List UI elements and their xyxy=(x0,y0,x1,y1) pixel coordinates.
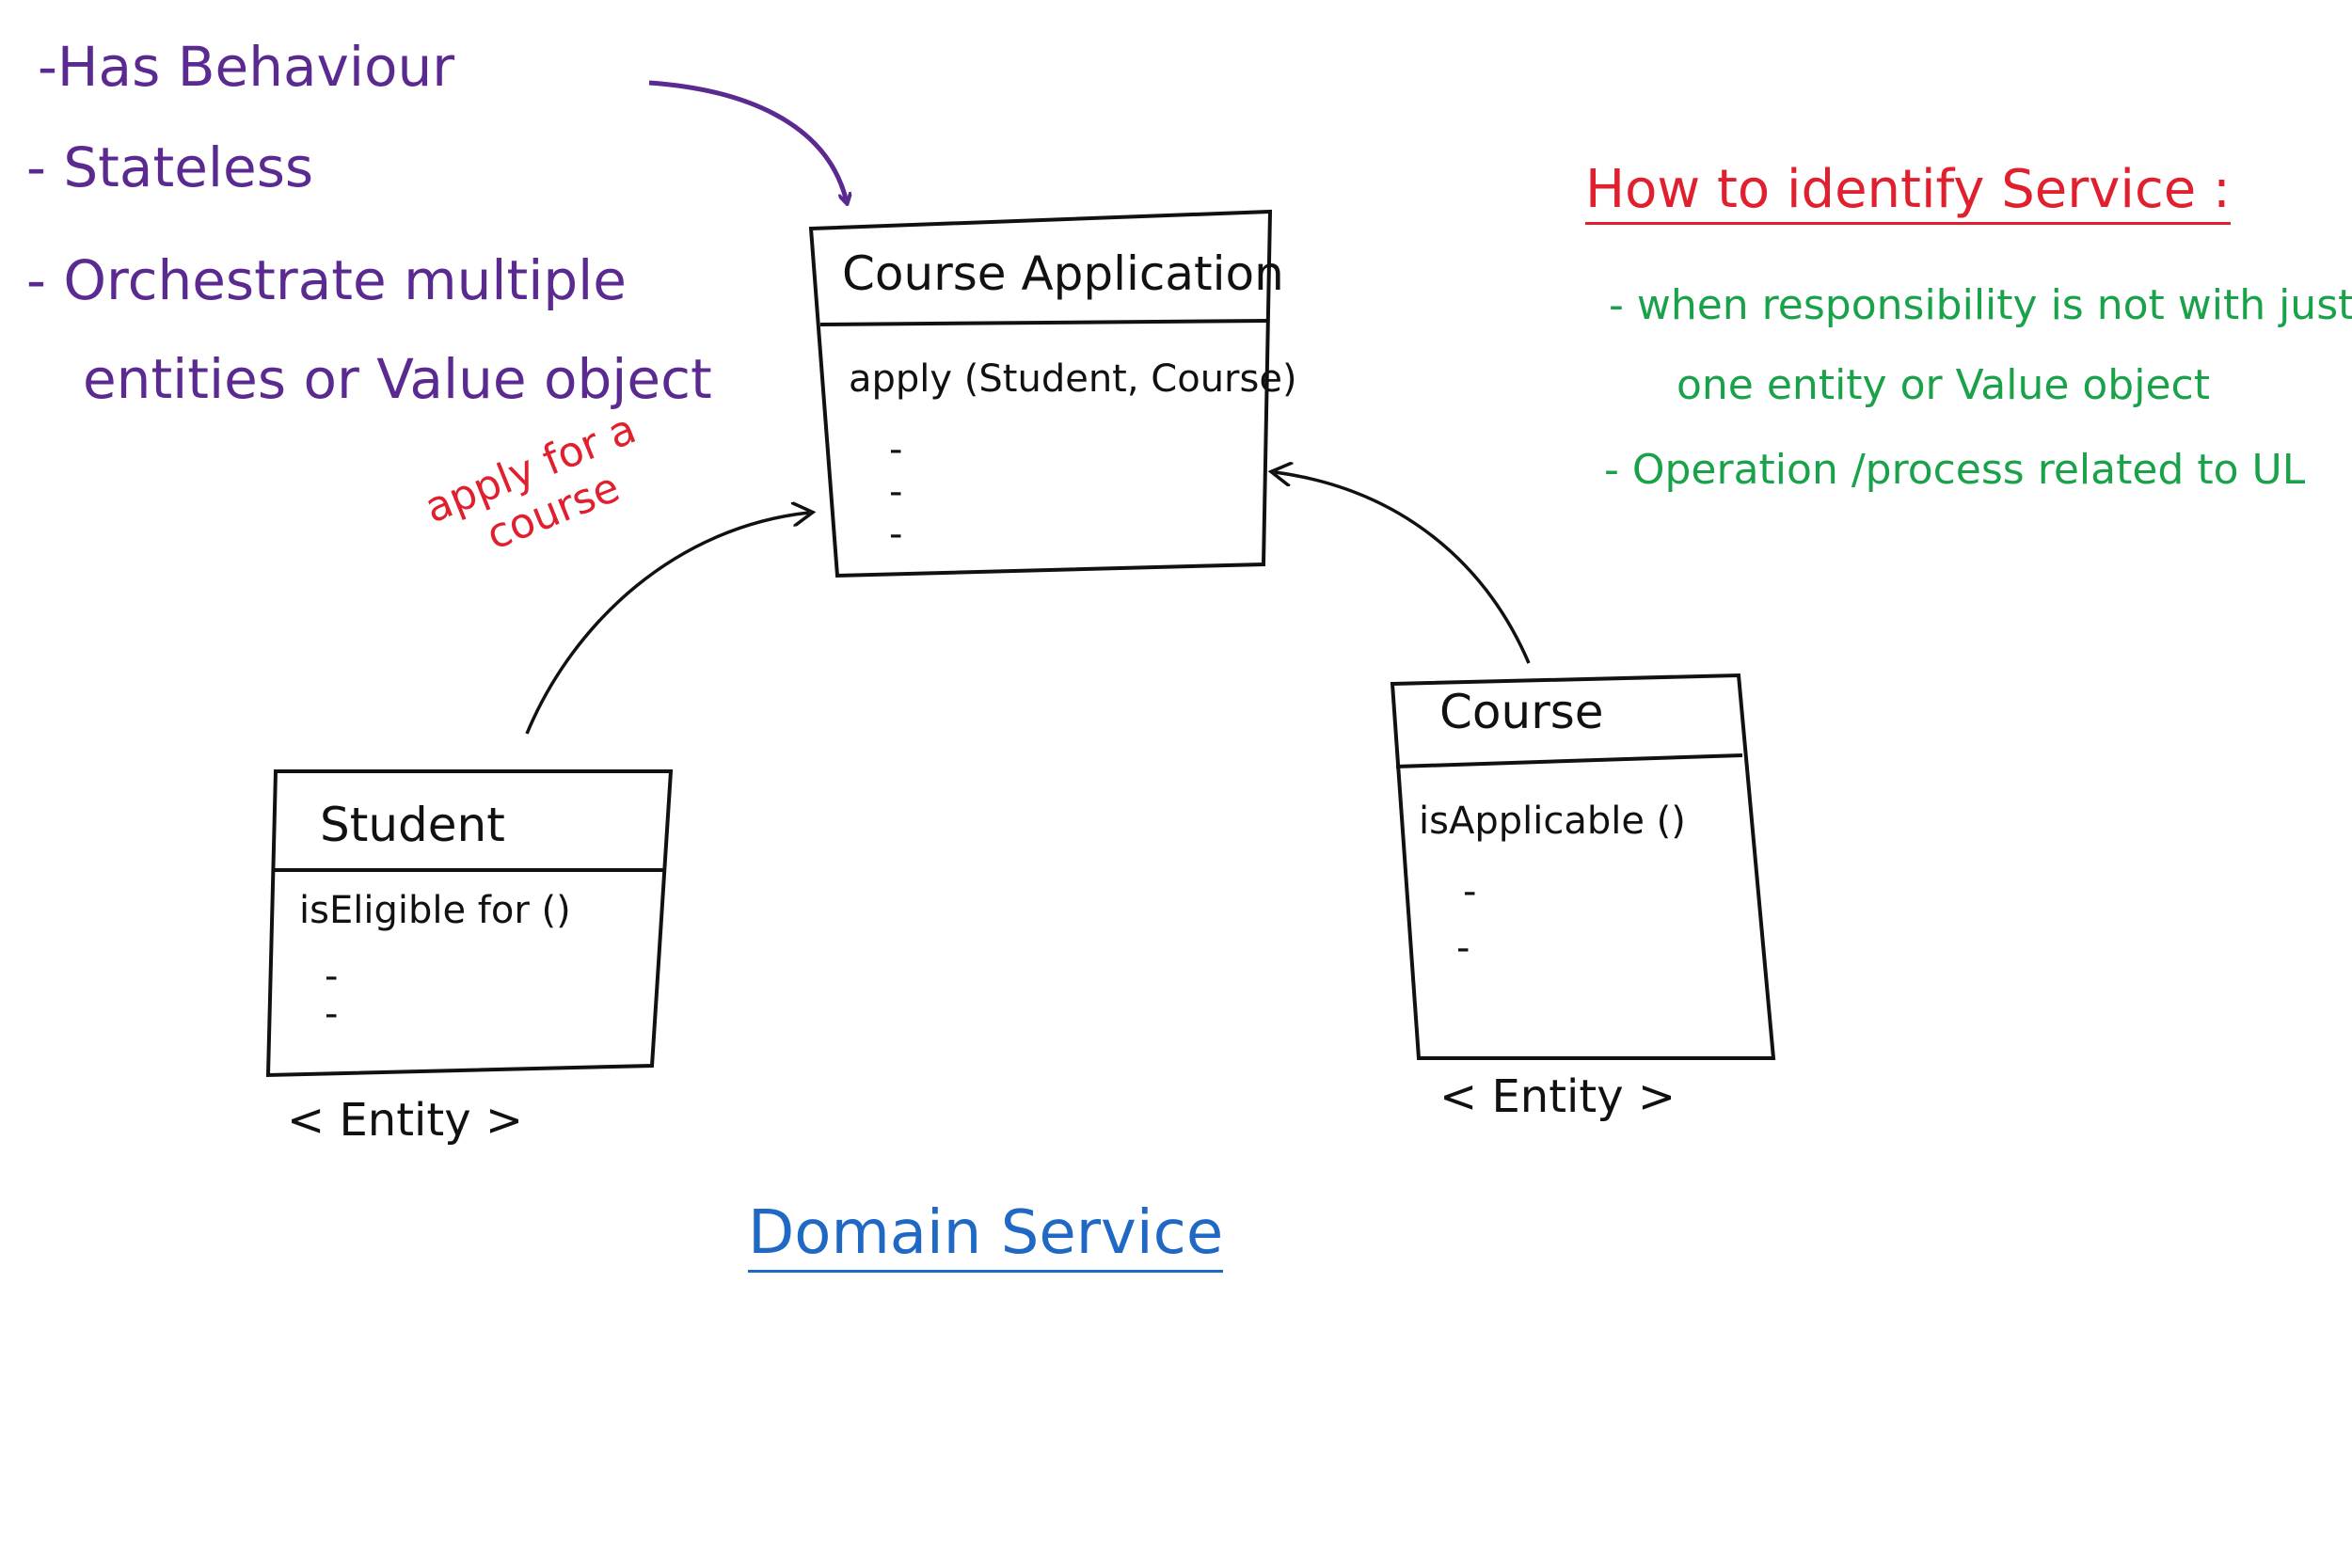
student-box-method: isEligible for () xyxy=(299,889,571,932)
identify-point-2: - Operation /process related to UL xyxy=(1604,446,2306,494)
course-box-method: isApplicable () xyxy=(1419,800,1686,843)
domain-service-title: Domain Service xyxy=(748,1198,1224,1273)
characteristic-entities: entities or Value object xyxy=(83,347,712,411)
course-box-title: Course xyxy=(1439,685,1604,739)
service-box-method: apply (Student, Course) xyxy=(849,357,1297,401)
identify-point-1: - when responsibility is not with just xyxy=(1609,281,2352,329)
course-box-dash-2: - xyxy=(1456,927,1470,970)
characteristic-stateless: - Stateless xyxy=(26,135,314,199)
course-to-service-arrow xyxy=(1275,472,1531,664)
student-to-service-arrow xyxy=(525,513,809,735)
service-box-outline xyxy=(808,209,1273,578)
student-box-outline xyxy=(265,769,674,1078)
identify-point-1-cont: one entity or Value object xyxy=(1677,361,2210,409)
service-box-divider xyxy=(819,319,1269,326)
student-stereotype: < Entity > xyxy=(287,1094,524,1147)
identify-service-title-text: How to identify Service : xyxy=(1585,159,2231,225)
course-box-dash-1: - xyxy=(1463,870,1477,913)
characteristic-has-behaviour: -Has Behaviour xyxy=(38,35,455,99)
behaviour-arrow xyxy=(648,80,847,202)
student-box-title: Student xyxy=(320,798,505,852)
service-box-dash-2: - xyxy=(889,470,903,514)
domain-service-title-text: Domain Service xyxy=(748,1198,1224,1273)
service-box-dash-1: - xyxy=(889,428,903,471)
course-box-divider xyxy=(1395,753,1743,768)
service-box-dash-3: - xyxy=(889,513,903,556)
course-stereotype: < Entity > xyxy=(1439,1070,1677,1123)
student-box-dash-2: - xyxy=(325,992,339,1036)
course-box-outline xyxy=(1390,673,1776,1060)
student-box-dash-1: - xyxy=(325,955,339,998)
service-box-title: Course Application xyxy=(842,246,1284,301)
identify-service-title: How to identify Service : xyxy=(1585,159,2231,225)
characteristic-orchestrate: - Orchestrate multiple xyxy=(26,248,627,312)
